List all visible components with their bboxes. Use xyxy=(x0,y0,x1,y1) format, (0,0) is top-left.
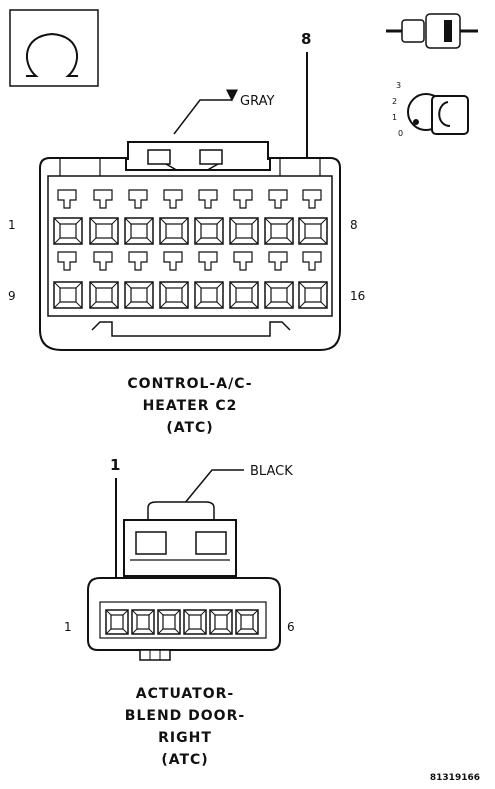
connector-title-line: (ATC) xyxy=(161,752,208,768)
wire-color-callout: BLACK xyxy=(183,464,293,505)
pin-cavity xyxy=(298,189,328,245)
pin-cavity xyxy=(229,251,259,309)
callout-pin-number: 8 xyxy=(301,30,311,48)
callout-pin-number: 1 xyxy=(110,456,120,474)
wire-color-label: BLACK xyxy=(250,464,293,479)
connector-title-line: (ATC) xyxy=(166,420,213,436)
connector-title-line: ACTUATOR- xyxy=(136,686,234,702)
pin-cavity xyxy=(183,609,207,635)
pin-cavity xyxy=(157,609,181,635)
pin-cavity xyxy=(89,189,119,245)
wire-color-label: GRAY xyxy=(240,94,274,109)
connector-pair-icon xyxy=(386,13,478,49)
pin-cavity xyxy=(194,189,224,245)
pin-cavity xyxy=(124,251,154,309)
pin-cavity xyxy=(209,609,233,635)
omega-symbol-icon xyxy=(9,9,99,87)
pin-row xyxy=(105,609,259,635)
pin-cavity xyxy=(159,251,189,309)
pin-cavity xyxy=(264,251,294,309)
pin-cavity xyxy=(159,189,189,245)
figure-reference: 81319166 xyxy=(430,773,480,783)
ignition-key-icon: 3 2 1 0 xyxy=(392,81,469,138)
pin-cavity xyxy=(53,251,83,309)
pin-cavity xyxy=(298,251,328,309)
pin-cavity xyxy=(194,251,224,309)
pin-label-16: 16 xyxy=(350,289,365,303)
pin-grid xyxy=(53,189,328,309)
pin-label-1: 1 xyxy=(64,620,72,634)
pin-label-1: 1 xyxy=(8,218,16,232)
pin-label-6: 6 xyxy=(287,620,295,634)
key-position-3: 3 xyxy=(396,81,401,90)
pin-cavity xyxy=(105,609,129,635)
pin-cavity xyxy=(124,189,154,245)
pin-label-9: 9 xyxy=(8,289,16,303)
connector-title-line: HEATER C2 xyxy=(143,398,238,414)
pin-cavity xyxy=(89,251,119,309)
connector-c2: GRAY 8 1 8 9 16 CONTROL-A/C- HEATER C2 xyxy=(8,30,365,436)
connector-title-line: RIGHT xyxy=(158,730,212,746)
connector-title-line: BLEND DOOR- xyxy=(125,708,245,724)
key-position-1: 1 xyxy=(392,113,397,122)
connector-title-line: CONTROL-A/C- xyxy=(127,376,252,392)
pin-cavity xyxy=(229,189,259,245)
pin-cavity xyxy=(53,189,83,245)
pin-cavity xyxy=(264,189,294,245)
pin-cavity xyxy=(131,609,155,635)
connector-blend-door: BLACK 1 1 6 ACTUATOR- BLEND DOOR- RIGHT … xyxy=(64,456,295,768)
pin-label-8: 8 xyxy=(350,218,358,232)
wire-color-callout: GRAY xyxy=(173,89,274,135)
key-position-0: 0 xyxy=(398,129,403,138)
pin-cavity xyxy=(235,609,259,635)
key-position-2: 2 xyxy=(392,97,397,106)
